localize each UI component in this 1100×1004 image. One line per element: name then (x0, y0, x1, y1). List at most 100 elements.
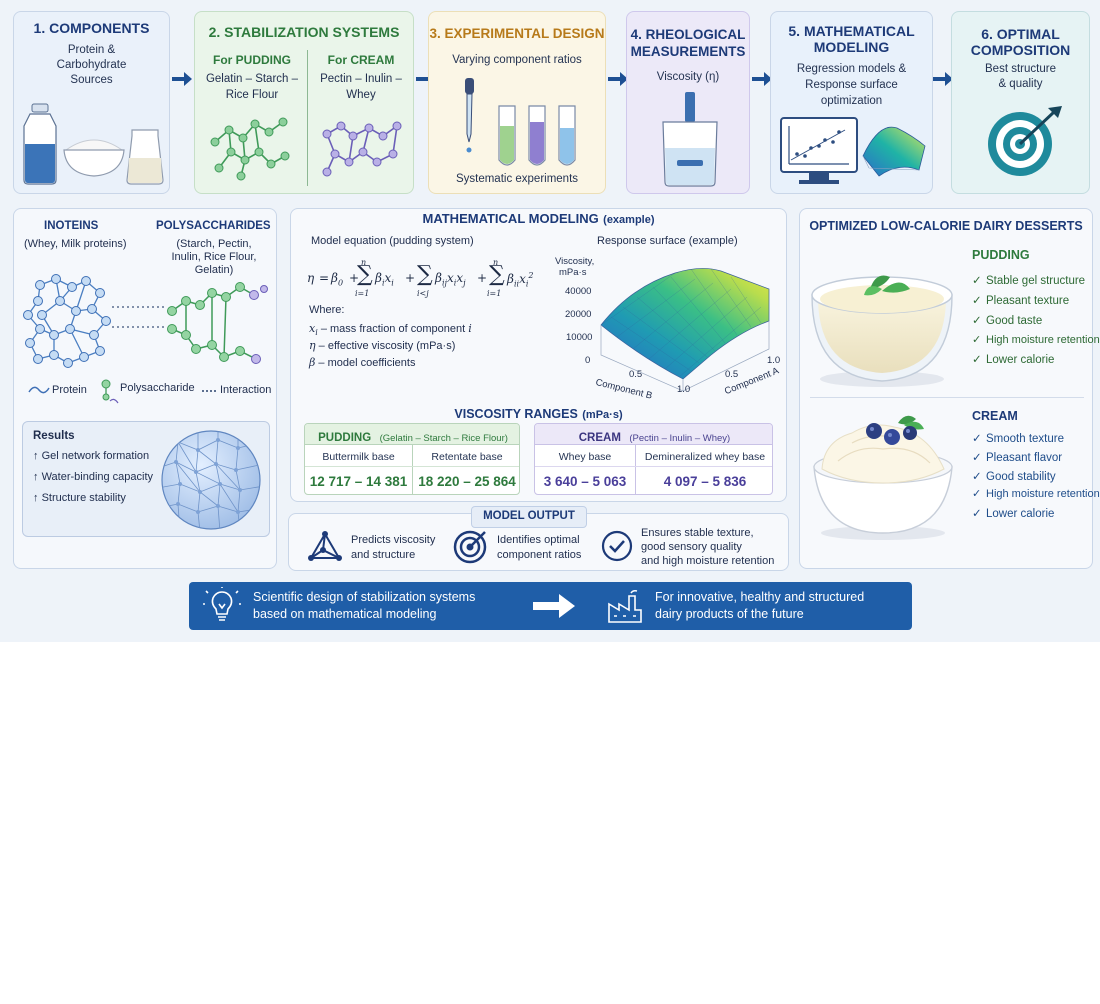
viscosity-title: VISCOSITY RANGES (mPa·s) (454, 407, 623, 421)
check-icon: ✓ (972, 275, 982, 287)
output-text: Predicts viscosity (351, 534, 436, 546)
legend-interaction: Interaction (220, 384, 272, 396)
cream-system-text: Pectin – Inulin – (320, 73, 402, 85)
target-icon (988, 106, 1062, 176)
check-icon: ✓ (972, 334, 982, 346)
flow-arrow-icon (752, 72, 772, 86)
check-icon: ✓ (972, 295, 982, 307)
output-text: component ratios (497, 549, 582, 561)
step-footer: Systematic experiments (455, 173, 579, 185)
interactions-panel: INOTEINS (Whey, Milk proteins) POLYSACCH… (13, 208, 277, 569)
result-item: ↑ Gel network formation (33, 450, 150, 462)
cream-table-head: CREAM (Pectin – Inulin – Whey) (578, 432, 731, 444)
flow-arrow-icon (172, 72, 192, 86)
divider (810, 397, 1084, 398)
ingredients-icon (23, 103, 164, 185)
step-text: Protein & (67, 44, 116, 56)
step-title: 3. EXPERIMENTAL DESIGN (429, 26, 605, 41)
step-title: MEASUREMENTS (630, 44, 746, 59)
pudding-system-text: Rice Flour (225, 89, 279, 101)
bottom-banner: Scientific design of stabilization syste… (189, 582, 912, 630)
z-tick: 10000 (566, 332, 593, 343)
pudding-cup-image (811, 275, 953, 387)
step-experimental-design: 3. EXPERIMENTAL DESIGN Varying component… (428, 11, 606, 194)
step-title: COMPOSITION (970, 42, 1071, 58)
pudding-system-text: Gelatin – Starch – (205, 73, 299, 85)
z-tick: 20000 (565, 309, 592, 320)
result-item: ↑ Structure stability (33, 492, 126, 504)
pudding-viscosity-table: PUDDING (Gelatin – Starch – Rice Flour) … (304, 423, 520, 495)
output-text: and structure (351, 549, 416, 561)
green-network-icon (210, 117, 290, 181)
pudding-head: PUDDING (972, 248, 1030, 262)
cream-benefit: ✓Lower calorie (972, 508, 1055, 520)
output-text: Identifies optimal (497, 534, 580, 546)
desserts-title: OPTIMIZED LOW-CALORIE DAIRY DESSERTS (809, 219, 1083, 233)
pudding-benefit: ✓Good taste (972, 315, 1043, 327)
model-output-title: MODEL OUTPUT (483, 510, 575, 522)
model-output-tab (471, 506, 587, 528)
definition: η – effective viscosity (mPa·s) (309, 339, 456, 352)
legend-polysaccharide: Polysaccharide (120, 382, 195, 394)
pudding-benefit: ✓Pleasant texture (972, 295, 1070, 307)
result-item: ↑ Water-binding capacity (33, 471, 154, 483)
response-surface-plot (600, 268, 770, 392)
step-title: 5. MATHEMATICAL (788, 23, 915, 39)
proteins-sub: (Whey, Milk proteins) (24, 238, 127, 250)
cream-benefit: ✓Smooth texture (972, 433, 1064, 445)
up-arrow-icon: ↑ (33, 450, 42, 462)
infographic: 1. COMPONENTS Protein & Carbohydrate Sou… (0, 0, 1100, 642)
modeling-title: MATHEMATICAL MODELING (example) (422, 211, 655, 226)
results-title: Results (33, 430, 75, 442)
poly-sub: Inulin, Rice Flour, (171, 251, 257, 263)
poly-title: POLYSACCHARIDES (156, 220, 271, 232)
step-components: 1. COMPONENTS Protein & Carbohydrate Sou… (13, 11, 170, 194)
cream-value: 4 097 – 5 836 (663, 474, 747, 489)
b-tick: 1.0 (677, 384, 691, 395)
pudding-value: 12 717 – 14 381 (309, 474, 408, 489)
output-text: Ensures stable texture, (641, 527, 754, 539)
banner-right-text: For innovative, healthy and structured (655, 590, 865, 604)
step-text: optimization (820, 95, 883, 107)
legend-protein: Protein (52, 384, 87, 396)
where-label: Where: (309, 304, 345, 316)
pudding-benefit: ✓Lower calorie (972, 354, 1055, 366)
gel-network-sphere (161, 430, 261, 530)
definition: β – model coefficients (309, 356, 416, 369)
step-mathematical-modeling: 5. MATHEMATICAL MODELING Regression mode… (770, 11, 933, 194)
check-icon: ✓ (972, 315, 982, 327)
step-title: 1. COMPONENTS (33, 20, 150, 36)
check-icon: ✓ (972, 508, 982, 520)
pudding-benefit: ✓Stable gel structure (972, 275, 1086, 287)
cream-col: Whey base (558, 451, 612, 463)
target-icon (453, 530, 487, 564)
step-text: Carbohydrate (56, 59, 127, 71)
step-title: 2. STABILIZATION SYSTEMS (208, 24, 400, 40)
test-tubes-icon (465, 78, 576, 166)
step-text: Varying component ratios (452, 54, 582, 66)
check-icon: ✓ (972, 354, 982, 366)
banner-left-text: based on mathematical modeling (253, 607, 437, 621)
purple-network-icon (322, 121, 402, 177)
a-tick: 0.5 (725, 369, 739, 380)
z-tick: 40000 (565, 286, 592, 297)
surface-label: Response surface (example) (597, 235, 738, 247)
results-box: Results ↑ Gel network formation ↑ Water-… (22, 421, 270, 537)
banner-left-text: Scientific design of stabilization syste… (253, 590, 476, 604)
up-arrow-icon: ↑ (33, 471, 42, 483)
pudding-table-head: PUDDING (Gelatin – Starch – Rice Flour) (318, 432, 508, 444)
legend-interaction-dots (202, 390, 216, 392)
pudding-col: Retentate base (431, 451, 503, 463)
step-text: Viscosity (η) (656, 71, 720, 83)
step-text: Best structure (985, 63, 1056, 75)
output-text: and high moisture retention (641, 555, 775, 567)
pudding-system-head: For PUDDING (213, 53, 291, 67)
protein-legend-icon (28, 386, 50, 394)
flow-arrow-icon (608, 72, 628, 86)
check-icon: ✓ (972, 433, 982, 445)
cream-system-head: For CREAM (327, 53, 395, 67)
protein-polysaccharide-network (23, 274, 268, 368)
cream-head: CREAM (972, 409, 1018, 423)
step-optimal-composition: 6. OPTIMAL COMPOSITION Best structure & … (951, 11, 1090, 194)
cream-benefit: ✓Good stability (972, 471, 1056, 483)
